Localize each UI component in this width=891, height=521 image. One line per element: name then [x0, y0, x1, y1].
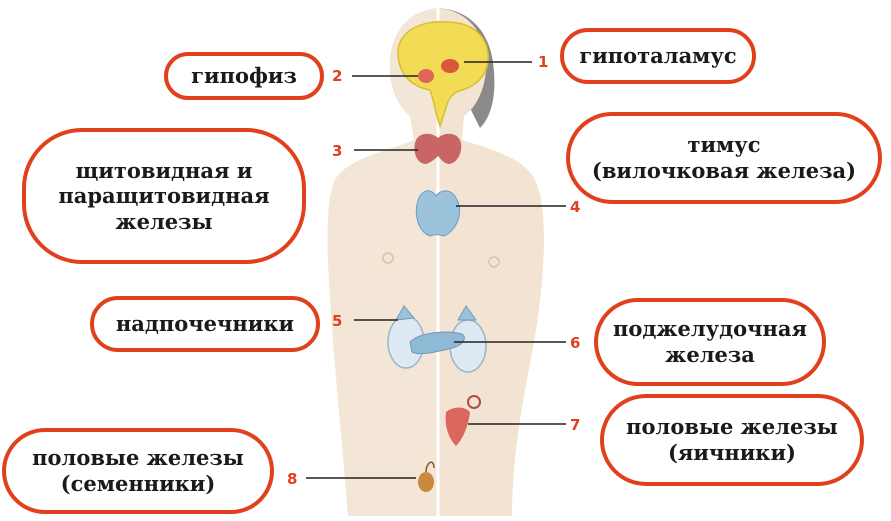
thymus-gland: [416, 191, 459, 236]
marker-number-5: 5: [332, 312, 342, 330]
label-thyroid: щитовидная и паращитовидная железы: [22, 128, 306, 264]
label-testes: половые железы (семенники): [2, 428, 274, 514]
label-pancreas: поджелудочная железа: [594, 298, 826, 386]
label-testes-text: половые железы (семенники): [32, 445, 244, 496]
label-adrenal: надпочечники: [90, 296, 320, 352]
label-pituitary-text: гипофиз: [191, 63, 297, 89]
marker-number-6: 6: [570, 334, 580, 352]
label-pancreas-text: поджелудочная железа: [613, 316, 807, 367]
label-ovaries-text: половые железы (яичники): [626, 414, 838, 465]
label-ovaries: половые железы (яичники): [600, 394, 864, 486]
marker-number-7: 7: [570, 416, 580, 434]
hypothalamus-gland: [441, 59, 459, 73]
marker-number-8: 8: [287, 470, 297, 488]
marker-number-3: 3: [332, 142, 342, 160]
marker-number-2: 2: [332, 67, 342, 85]
label-thyroid-text: щитовидная и паращитовидная железы: [58, 158, 269, 235]
pituitary-gland: [418, 69, 434, 83]
marker-number-4: 4: [570, 198, 580, 216]
label-hypothalamus: гипоталамус: [560, 28, 756, 84]
label-adrenal-text: надпочечники: [116, 311, 294, 337]
label-pituitary: гипофиз: [164, 52, 324, 100]
marker-number-1: 1: [538, 53, 548, 71]
label-hypothalamus-text: гипоталамус: [579, 43, 736, 69]
label-thymus: тимус (вилочковая железа): [566, 112, 882, 204]
testis-shape: [418, 472, 434, 492]
label-thymus-text: тимус (вилочковая железа): [592, 132, 856, 183]
